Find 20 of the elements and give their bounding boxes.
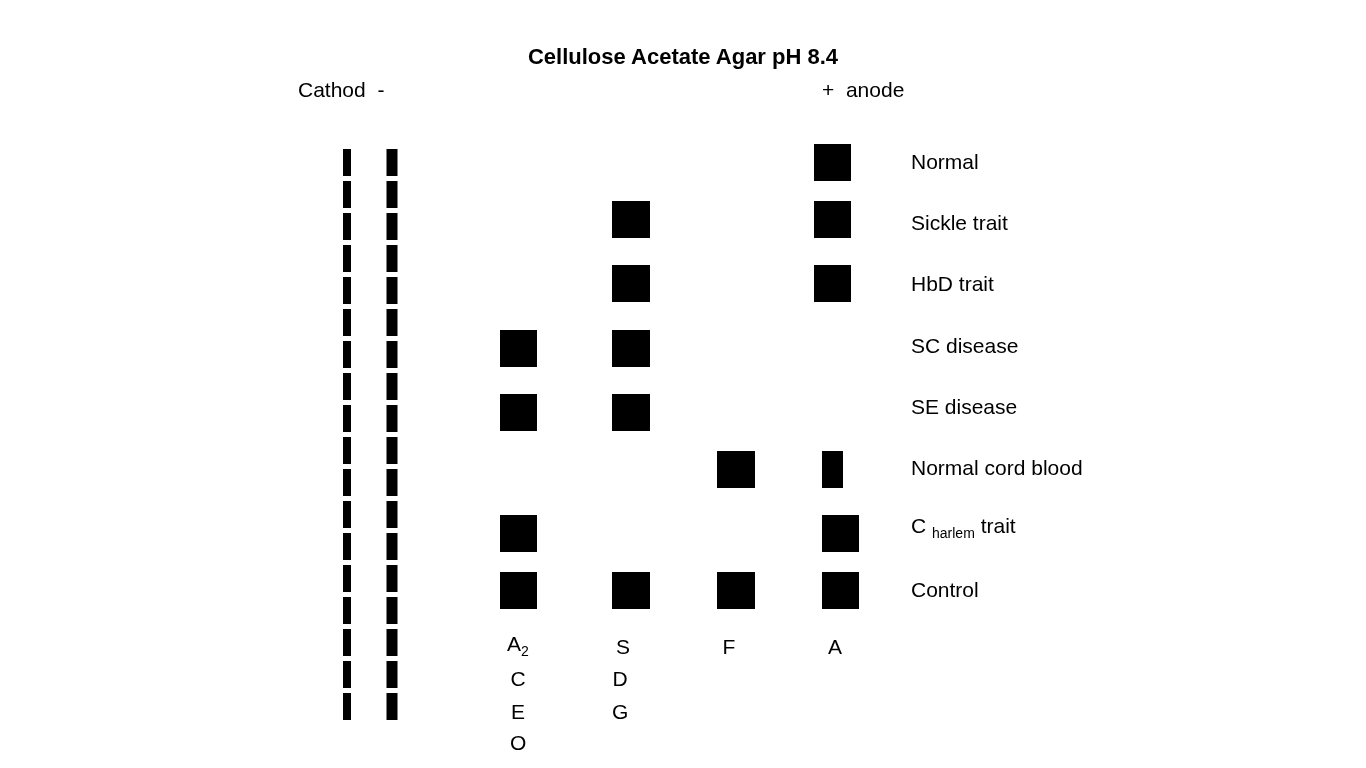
sample-label: Sickle trait (911, 211, 1008, 235)
sample-label: Control (911, 578, 979, 602)
sample-label: SE disease (911, 395, 1018, 419)
sample-label: HbD trait (911, 272, 994, 296)
hemoglobin-label: A$_{2}$ (507, 631, 529, 661)
sample-label: SC disease (911, 334, 1019, 358)
hemoglobin-label: O (510, 731, 527, 755)
sample-label: Normal cord blood (911, 456, 1083, 480)
sample-label: Normal (911, 150, 979, 174)
electrode-label: + anode (822, 78, 905, 102)
sample-label: C $_{harlem}$ trait (911, 513, 1016, 543)
title: Cellulose Acetate Agar pH 8.4 (526, 44, 840, 70)
electrode-label: Cathod - (298, 78, 385, 102)
hemoglobin-label: C (510, 667, 526, 691)
hemoglobin-label: D (612, 667, 628, 691)
hemoglobin-label: S (616, 635, 630, 659)
hemoglobin-label: F (722, 635, 736, 659)
hemoglobin-label: A (828, 635, 842, 659)
hemoglobin-label: G (612, 700, 629, 724)
hemoglobin-label: E (511, 700, 525, 724)
